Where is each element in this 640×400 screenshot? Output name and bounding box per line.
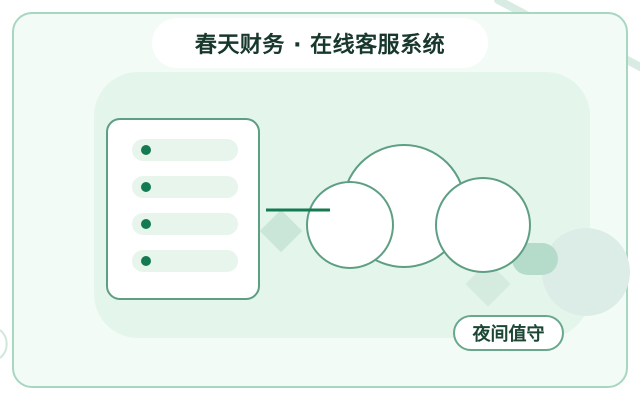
bullet-dot-icon: [141, 256, 151, 266]
bullet-dot-icon: [141, 145, 151, 155]
diamond-decoration: [259, 209, 303, 253]
list-item: [132, 213, 238, 235]
bullet-dot-icon: [141, 219, 151, 229]
connector-pill: [512, 243, 558, 275]
night-duty-badge: 夜间值守: [453, 315, 564, 351]
cloud-bubble-right: [435, 177, 531, 273]
bullet-dot-icon: [141, 182, 151, 192]
list-item: [132, 176, 238, 198]
page-title: 春天财务 · 在线客服系统: [152, 18, 488, 68]
decorative-circle: [542, 228, 630, 316]
list-item: [132, 250, 238, 272]
cloud-bubble-left: [306, 181, 394, 269]
message-list-card: [106, 118, 260, 300]
list-item: [132, 139, 238, 161]
